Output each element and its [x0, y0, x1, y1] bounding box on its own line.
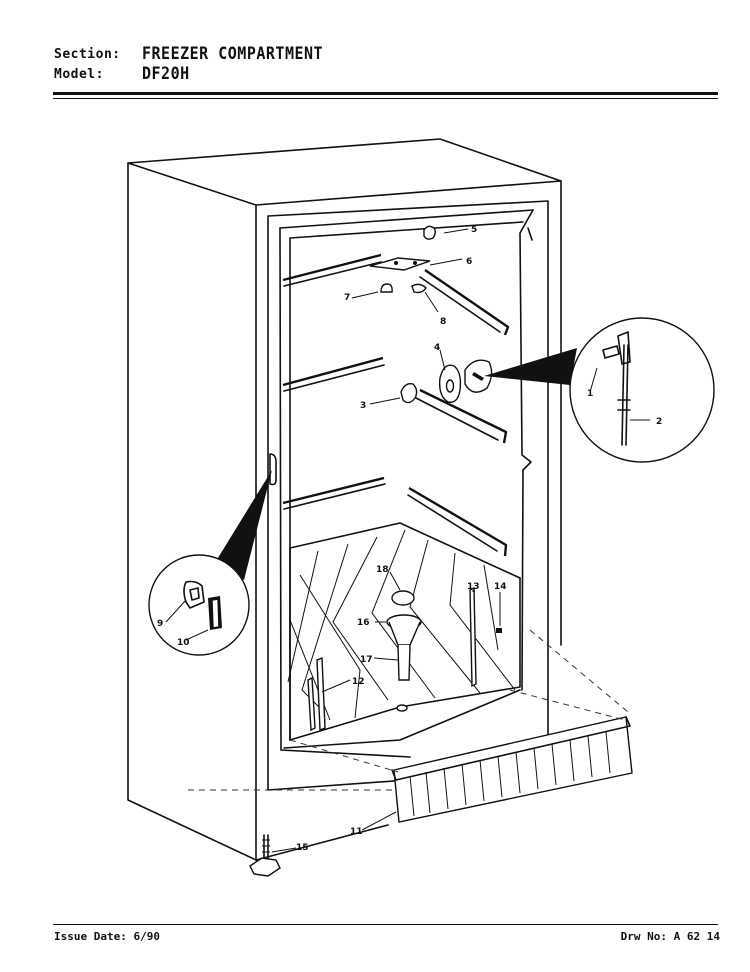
callout-16: 16 [357, 618, 370, 628]
model-label: Model: [54, 67, 104, 82]
shelf-rails-left [282, 253, 386, 510]
callout-11: 11 [350, 827, 363, 837]
drain-assembly [386, 590, 422, 712]
detail-circle-thermostat [484, 317, 715, 463]
callout-5: 5 [471, 225, 477, 235]
callout-1: 1 [587, 389, 593, 399]
detail-circle-catch [148, 453, 277, 656]
callout-17: 17 [360, 655, 373, 665]
drawing-number: Drw No: A 62 14 [620, 930, 720, 943]
leader-lines [165, 228, 650, 853]
callout-3: 3 [360, 401, 366, 411]
callout-numbers: 1 2 3 4 5 6 7 8 9 10 11 12 13 14 15 16 1… [157, 225, 662, 853]
callout-2: 2 [656, 417, 662, 427]
model-line: Model: DF20H [54, 62, 190, 84]
light-assembly [400, 359, 493, 404]
section-title: FREEZER COMPARTMENT [142, 42, 324, 64]
shelf-rails-right [407, 269, 510, 557]
callout-8: 8 [440, 317, 446, 327]
leveling-leg [249, 834, 281, 877]
footer-rule [53, 924, 718, 925]
kick-plate [391, 716, 633, 823]
callout-10: 10 [177, 638, 190, 648]
callout-6: 6 [466, 257, 472, 267]
projection-lines [188, 629, 629, 791]
model-number: DF20H [142, 62, 190, 84]
callout-14: 14 [494, 582, 507, 592]
callout-9: 9 [157, 619, 163, 629]
section-line: Section: FREEZER COMPARTMENT [54, 42, 324, 64]
top-parts [369, 225, 436, 294]
issue-date: Issue Date: 6/90 [54, 930, 160, 943]
header-rule-thin [53, 98, 718, 99]
callout-15: 15 [296, 843, 309, 853]
callout-4: 4 [434, 343, 440, 353]
callout-7: 7 [344, 293, 350, 303]
callout-18: 18 [376, 565, 389, 575]
callout-13: 13 [467, 582, 480, 592]
section-label: Section: [54, 47, 121, 62]
callout-12: 12 [352, 677, 365, 687]
divider-parts [307, 586, 502, 732]
header-rule-thick [53, 92, 718, 95]
